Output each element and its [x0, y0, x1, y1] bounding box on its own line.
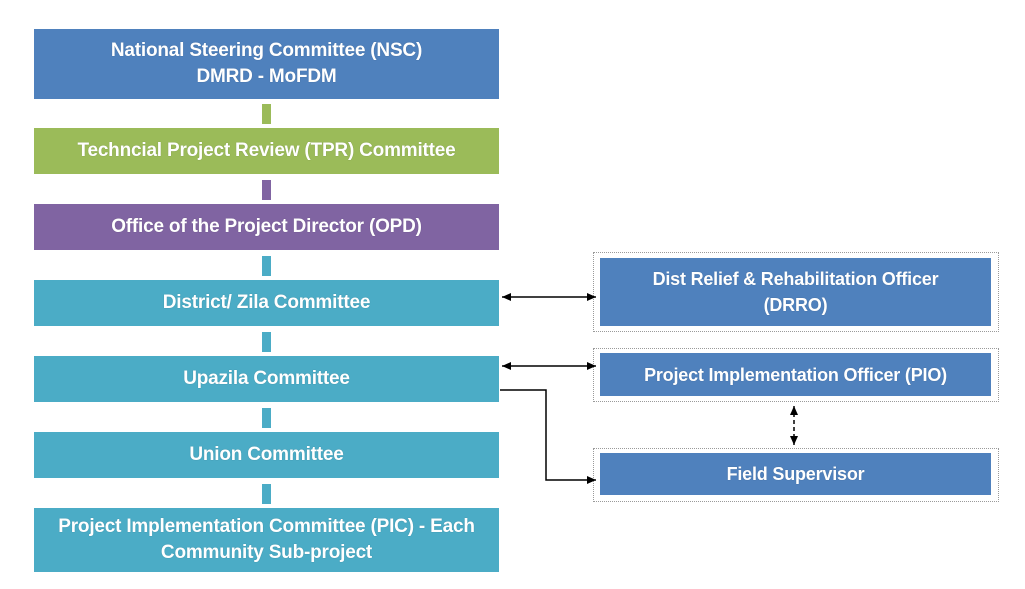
connector-opd-district [262, 256, 271, 276]
pic-title: Project Implementation Committee (PIC) -… [58, 516, 475, 537]
connector-upazila-union [262, 408, 271, 428]
district-title: District/ Zila Committee [162, 292, 371, 313]
tpr-title: Techncial Project Review (TPR) Committee [77, 140, 456, 161]
pio-title: Project Implementation Officer (PIO) [644, 364, 947, 385]
upazila-field-arrow [500, 389, 596, 484]
nsc-subtitle: DMRD - MoFDM [196, 66, 337, 87]
pic-subtitle: Community Sub-project [160, 542, 373, 563]
nsc-title: National Steering Committee (NSC) [110, 40, 423, 61]
connector-union-pic [262, 484, 271, 504]
drro-subtitle: (DRRO) [763, 295, 828, 315]
connector-tpr-opd [262, 180, 271, 200]
connector-district-upazila [262, 332, 271, 352]
pio-box: Project Implementation Officer (PIO) [600, 353, 991, 396]
upazila-box: Upazila Committee [34, 356, 499, 402]
field-box: Field Supervisor [600, 453, 991, 495]
union-title: Union Committee [189, 444, 344, 465]
opd-box: Office of the Project Director (OPD) [34, 204, 499, 250]
opd-title: Office of the Project Director (OPD) [111, 216, 422, 237]
district-box: District/ Zila Committee [34, 280, 499, 326]
union-box: Union Committee [34, 432, 499, 478]
drro-box: Dist Relief & Rehabilitation Officer (DR… [600, 258, 991, 326]
connector-nsc-tpr [262, 104, 271, 124]
pic-box: Project Implementation Committee (PIC) -… [34, 508, 499, 572]
upazila-title: Upazila Committee [183, 368, 350, 389]
drro-title: Dist Relief & Rehabilitation Officer [652, 269, 939, 289]
nsc-box: National Steering Committee (NSC) DMRD -… [34, 29, 499, 99]
field-title: Field Supervisor [726, 464, 865, 484]
tpr-box: Techncial Project Review (TPR) Committee [34, 128, 499, 174]
